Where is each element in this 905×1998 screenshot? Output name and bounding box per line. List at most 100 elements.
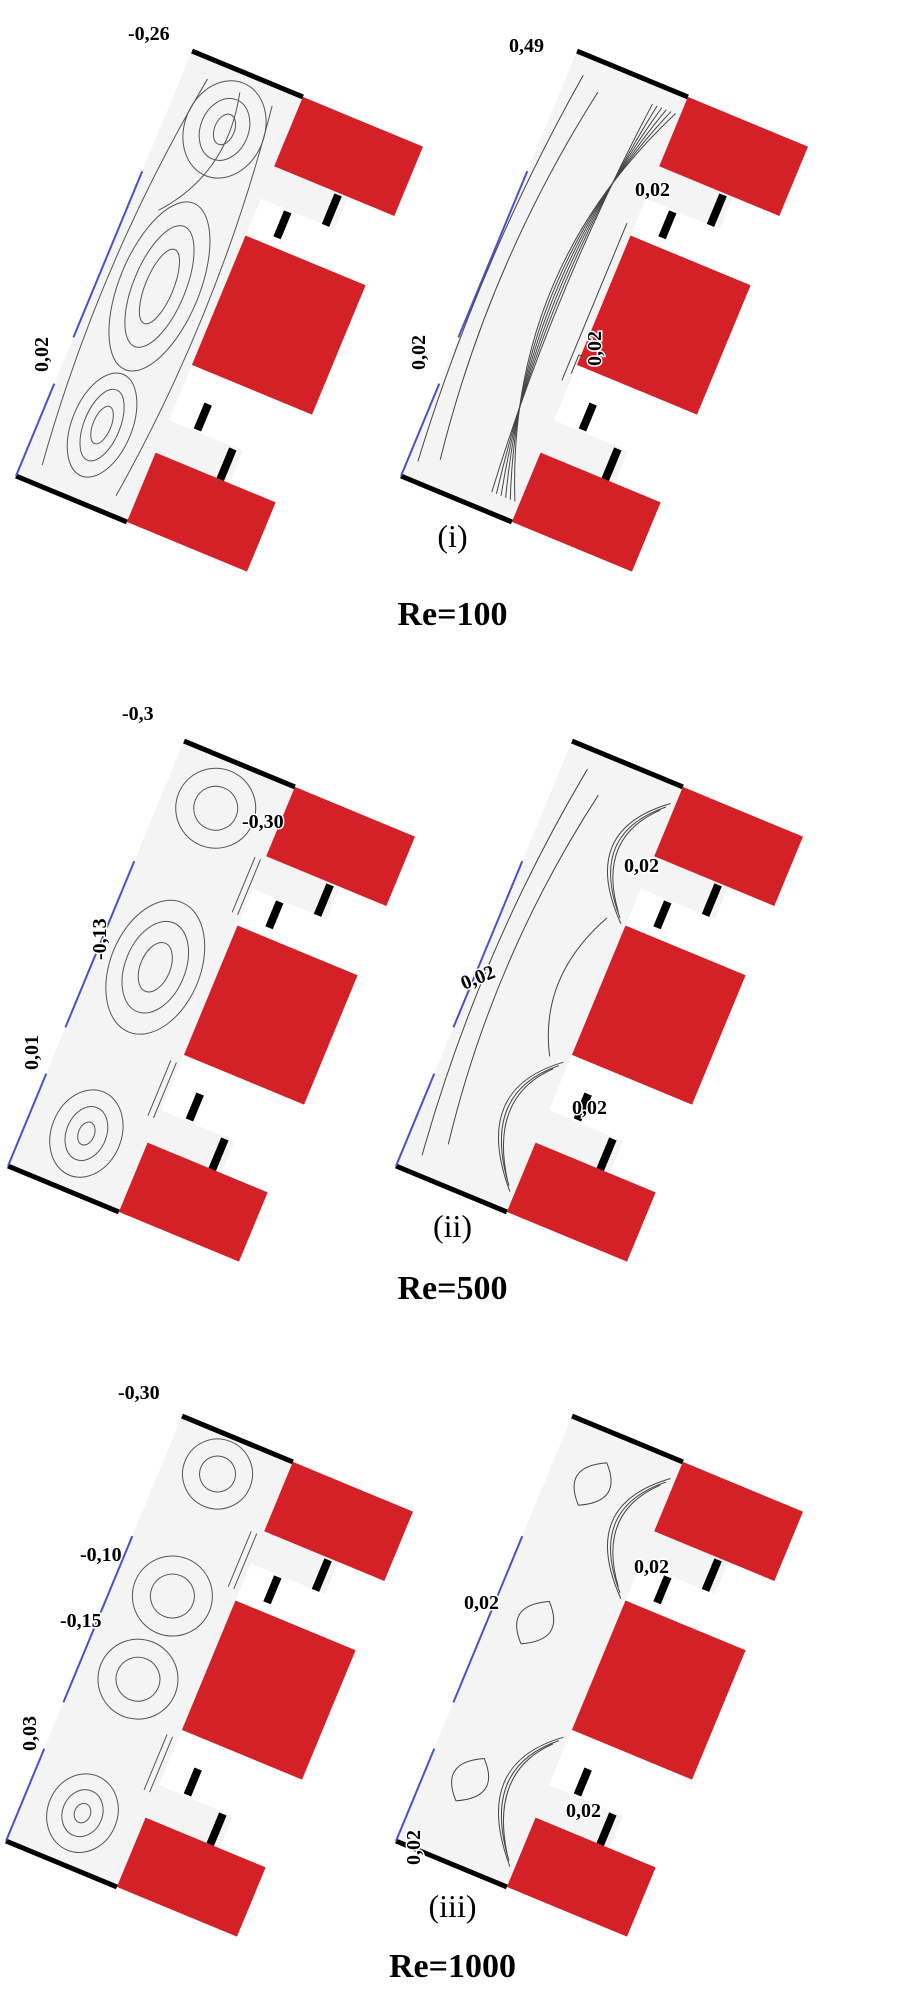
- heated-block-middle: [181, 1600, 356, 1780]
- contour-panel-re500-right: 0,02 0,02 0,02: [395, 738, 804, 1262]
- contour-label: 0,02: [584, 331, 606, 366]
- inlet-boundary: [62, 1535, 134, 1703]
- contour-label: 0,02: [464, 1592, 499, 1614]
- heated-block-bottom: [506, 1142, 656, 1262]
- contour-label: -0,30: [242, 811, 284, 833]
- outlet-wall: [263, 1575, 282, 1605]
- contour-label: 0,02: [566, 1800, 601, 1822]
- reynolds-label: Re=1000: [388, 1948, 517, 1985]
- outlet-wall: [601, 447, 622, 481]
- panel-caption: (iii): [428, 1888, 477, 1924]
- outlet-wall: [206, 1812, 227, 1846]
- contour-label: -0,13: [89, 918, 111, 960]
- heated-block-bottom: [118, 1142, 268, 1262]
- inlet-boundary: [457, 170, 529, 338]
- contour-label: 0,03: [19, 1716, 41, 1751]
- wall: [5, 1838, 118, 1890]
- outlet-wall: [311, 1558, 332, 1592]
- contour-label: -0,26: [128, 23, 170, 45]
- contour-panel-re1000-left: -0,30 -0,10 -0,15 0,03: [5, 1381, 414, 1937]
- contour-label: 0,02: [408, 335, 430, 370]
- heated-block-middle: [576, 235, 751, 415]
- contour-label: 0,02: [634, 1556, 669, 1578]
- contour-panel-re1000-right: 0,02 0,02 0,02 0,02: [395, 1413, 804, 1937]
- fluid-domain: [16, 51, 303, 522]
- heated-block-bottom: [126, 452, 276, 572]
- fluid-domain: [401, 51, 688, 522]
- heated-block-middle: [191, 235, 366, 415]
- outlet-wall: [701, 883, 722, 917]
- heated-block-top: [654, 786, 804, 906]
- heated-block-bottom: [506, 1817, 656, 1937]
- heated-block-top: [274, 96, 424, 216]
- fluid-domain: [396, 741, 683, 1212]
- contour-label: 0,02: [31, 337, 53, 372]
- outlet-wall: [573, 1092, 592, 1122]
- outlet-wall: [706, 193, 727, 227]
- heated-block-top: [659, 96, 809, 216]
- outlet-wall: [653, 900, 672, 930]
- wall: [181, 1413, 294, 1465]
- heated-block-middle: [571, 925, 746, 1105]
- fluid-domain: [8, 741, 295, 1212]
- contour-label: -0,30: [118, 1382, 160, 1404]
- contour-label: -0,3: [122, 703, 154, 725]
- inlet-boundary: [64, 860, 136, 1028]
- outlet-wall: [273, 210, 292, 240]
- outlet-wall: [208, 1137, 229, 1171]
- wall: [191, 48, 304, 100]
- outlet-wall: [313, 883, 334, 917]
- contour-label: 0,02: [624, 855, 659, 877]
- contour-label: 0,02: [635, 179, 670, 201]
- outlet-wall: [265, 900, 284, 930]
- contour-label: 0,49: [509, 35, 544, 57]
- wall: [395, 1163, 508, 1215]
- outlet-wall: [216, 447, 237, 481]
- fluid-domain: [6, 1416, 293, 1887]
- panel-caption: (ii): [432, 1208, 473, 1244]
- outlet-wall: [701, 1558, 722, 1592]
- wall: [15, 473, 128, 525]
- outlet-wall: [193, 402, 212, 432]
- outlet-wall: [596, 1137, 617, 1171]
- outlet-wall: [185, 1092, 204, 1122]
- outlet-wall: [658, 210, 677, 240]
- wall: [571, 1413, 684, 1465]
- reynolds-label: Re=100: [397, 596, 508, 633]
- heated-block-bottom: [511, 452, 661, 572]
- reynolds-label: Re=500: [397, 1270, 508, 1307]
- inlet-boundary: [395, 1748, 436, 1842]
- outlet-wall: [578, 402, 597, 432]
- outlet-wall: [183, 1767, 202, 1797]
- contour-panel-re100-right: 0,49 0,02 0,02 0,02: [400, 34, 809, 572]
- inlet-boundary: [400, 383, 441, 477]
- contour-panel-re100-left: -0,26 0,02: [15, 22, 424, 572]
- wall: [183, 738, 296, 790]
- wall: [395, 1838, 508, 1890]
- wall: [400, 473, 513, 525]
- contour-label: 0,02: [572, 1097, 607, 1119]
- inlet-boundary: [15, 383, 56, 477]
- inlet-boundary: [5, 1748, 46, 1842]
- inlet-boundary: [7, 1073, 48, 1167]
- heated-block-top: [264, 1461, 414, 1581]
- inlet-boundary: [452, 860, 524, 1028]
- heated-block-middle: [183, 925, 358, 1105]
- outlet-wall: [573, 1767, 592, 1797]
- contour-panel-re500-left: -0,3 -0,30 -0,13 0,01: [7, 702, 416, 1262]
- contour-label: -0,15: [60, 1610, 102, 1632]
- wall: [571, 738, 684, 790]
- outlet-wall: [321, 193, 342, 227]
- inlet-boundary: [72, 170, 144, 338]
- heated-block-middle: [571, 1600, 746, 1780]
- heated-block-top: [654, 1461, 804, 1581]
- inlet-boundary: [452, 1535, 524, 1703]
- inlet-boundary: [395, 1073, 436, 1167]
- contour-label: 0,02: [403, 1830, 425, 1865]
- panel-caption: (i): [437, 518, 468, 554]
- outlet-wall: [596, 1812, 617, 1846]
- heated-block-bottom: [116, 1817, 266, 1937]
- outlet-wall: [653, 1575, 672, 1605]
- fluid-domain: [396, 1416, 683, 1887]
- contour-label: 0,01: [21, 1035, 43, 1070]
